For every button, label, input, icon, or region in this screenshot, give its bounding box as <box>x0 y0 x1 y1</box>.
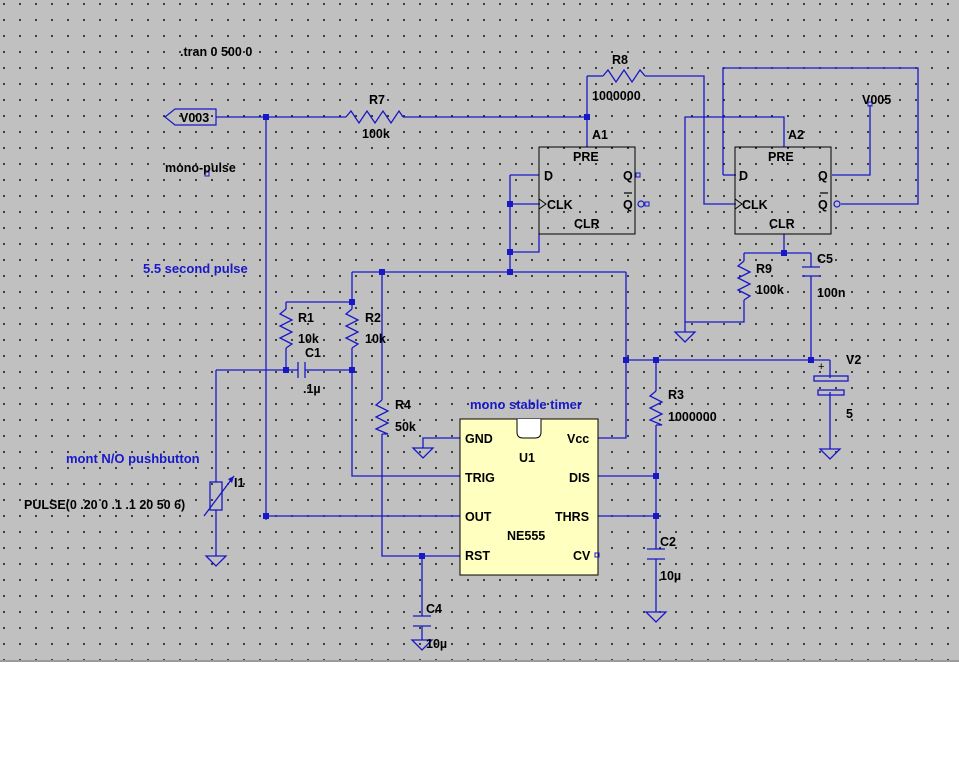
r1-value: 10k <box>298 332 319 346</box>
comment-mono-stable-timer: mono stable timer <box>470 397 582 412</box>
c1-symbol[interactable] <box>297 362 306 378</box>
schematic-canvas[interactable] <box>0 0 959 660</box>
r8-value: 1000000 <box>592 89 641 103</box>
v2-value: 5 <box>846 407 853 421</box>
r7-ref: R7 <box>369 93 385 107</box>
a1-clr-label: CLR <box>574 217 600 231</box>
r2-symbol[interactable] <box>344 308 360 349</box>
schematic-drawing: + PRE D CLK CLR Q Q A1 PRE D CLK CLR <box>24 45 919 651</box>
u1-cv-label: CV <box>573 549 591 563</box>
a2-q-label: Q <box>818 169 828 183</box>
r8-symbol[interactable] <box>602 68 646 84</box>
u1-trig-label: TRIG <box>465 471 495 485</box>
u1-vcc-label: Vcc <box>567 432 589 446</box>
a2-pre-label: PRE <box>768 150 794 164</box>
comment-5-5-second-pulse: 5.5 second pulse <box>143 261 248 276</box>
c2-value: 10µ <box>660 569 681 583</box>
a1-ref: A1 <box>592 128 608 142</box>
r8-ref: R8 <box>612 53 628 67</box>
a2-qbar-label: Q <box>818 198 828 212</box>
r2-ref: R2 <box>365 311 381 325</box>
u1-part: NE555 <box>507 529 545 543</box>
ground-symbol <box>818 448 842 460</box>
net-label-v005[interactable]: V005 <box>862 93 891 107</box>
r7-symbol[interactable] <box>345 109 404 125</box>
wires <box>215 67 919 640</box>
i1-value: PULSE(0 .20 0 .1 .1 20 50 6) <box>24 498 185 512</box>
c1-ref: C1 <box>305 346 321 360</box>
canvas-border <box>0 660 959 662</box>
blank-area <box>0 662 959 768</box>
u1-thrs-label: THRS <box>555 510 589 524</box>
u1-dis-label: DIS <box>569 471 590 485</box>
a2-d-label: D <box>739 169 748 183</box>
c5-value: 100n <box>817 286 846 300</box>
a1-clk-label: CLK <box>547 198 573 212</box>
c4-symbol[interactable] <box>413 615 431 627</box>
v2-ref: V2 <box>846 353 861 367</box>
spice-directive[interactable]: .tran 0 500 0 <box>180 45 252 59</box>
a2-ref: A2 <box>788 128 804 142</box>
c4-ref: C4 <box>426 602 442 616</box>
u1-gnd-label: GND <box>465 432 493 446</box>
r1-symbol[interactable] <box>278 308 294 349</box>
r9-symbol[interactable] <box>736 260 752 301</box>
c1-value: .1µ <box>303 382 321 396</box>
ground-symbol <box>644 611 668 623</box>
a1-d-label: D <box>544 169 553 183</box>
comment-pushbutton: mont N/O pushbutton <box>66 451 200 466</box>
i1-current-source-symbol[interactable] <box>203 475 235 517</box>
r3-value: 1000000 <box>668 410 717 424</box>
c2-ref: C2 <box>660 535 676 549</box>
v2-battery-symbol[interactable]: + <box>813 361 849 396</box>
ground-symbol <box>410 639 434 651</box>
r1-ref: R1 <box>298 311 314 325</box>
u1-rst-label: RST <box>465 549 490 563</box>
c4-value: 10µ <box>426 637 447 651</box>
a1-qbar-label: Q <box>623 198 633 212</box>
a1-q-label: Q <box>623 169 633 183</box>
net-label-v003[interactable]: V003 <box>164 108 217 126</box>
c2-symbol[interactable] <box>647 548 665 560</box>
r4-symbol[interactable] <box>374 399 390 435</box>
svg-text:V003: V003 <box>180 111 209 125</box>
flipflop-a1[interactable]: PRE D CLK CLR Q Q <box>538 146 650 235</box>
i1-ref: I1 <box>234 476 244 490</box>
r3-symbol[interactable] <box>648 390 664 426</box>
r9-value: 100k <box>756 283 784 297</box>
svg-text:V005: V005 <box>862 93 891 107</box>
u1-out-label: OUT <box>465 510 492 524</box>
ne555-timer-ic[interactable]: GND TRIG OUT RST Vcc DIS THRS CV U1 NE55… <box>459 418 600 576</box>
c5-ref: C5 <box>817 252 833 266</box>
c5-symbol[interactable] <box>802 266 820 277</box>
r7-value: 100k <box>362 127 390 141</box>
net-label-mono-pulse[interactable]: mono-pulse <box>165 161 236 177</box>
r4-value: 50k <box>395 420 416 434</box>
ground-symbol <box>204 555 228 567</box>
r3-ref: R3 <box>668 388 684 402</box>
r4-ref: R4 <box>395 398 411 412</box>
a1-pre-label: PRE <box>573 150 599 164</box>
a2-clk-label: CLK <box>742 198 768 212</box>
flipflop-a2[interactable]: PRE D CLK CLR Q Q <box>734 146 841 235</box>
ground-symbol <box>411 447 435 459</box>
u1-ref: U1 <box>519 451 535 465</box>
svg-text:+: + <box>818 361 824 373</box>
r2-value: 10k <box>365 332 386 346</box>
svg-text:mono-pulse: mono-pulse <box>165 161 236 175</box>
ground-symbol <box>673 331 697 343</box>
r9-ref: R9 <box>756 262 772 276</box>
a2-clr-label: CLR <box>769 217 795 231</box>
